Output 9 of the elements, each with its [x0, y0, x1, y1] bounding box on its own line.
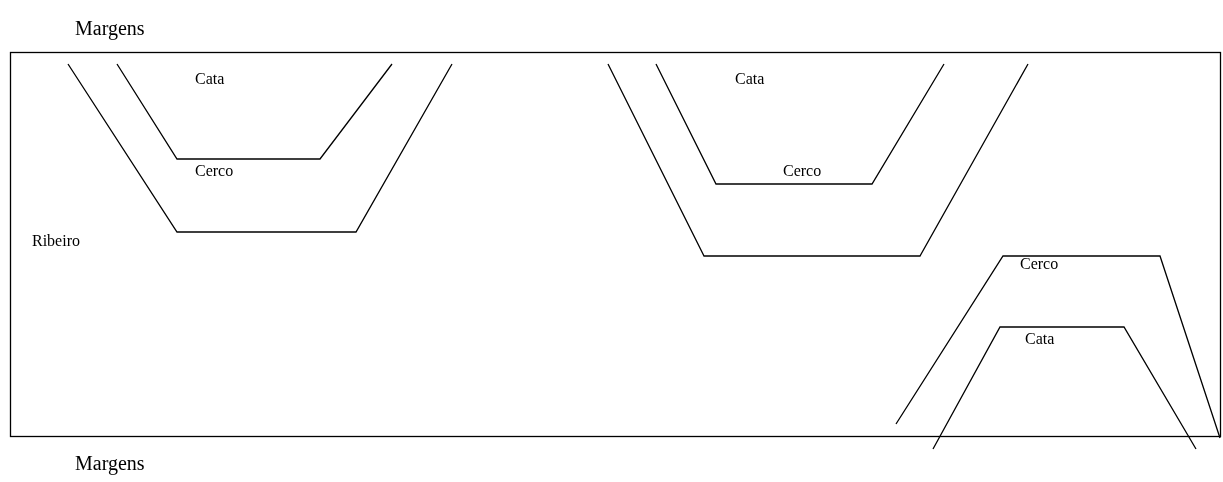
area-label: Cerco [195, 162, 234, 181]
area-label: Cata [195, 70, 225, 89]
margin-label: Margens [75, 17, 145, 40]
area-label: Cata [1025, 330, 1055, 349]
margin-label: Margens [75, 452, 145, 475]
area-label: Cata [735, 70, 765, 89]
area-label: Cerco [783, 162, 822, 181]
area-label: Cerco [1020, 255, 1059, 274]
stream-label: Ribeiro [32, 232, 80, 251]
